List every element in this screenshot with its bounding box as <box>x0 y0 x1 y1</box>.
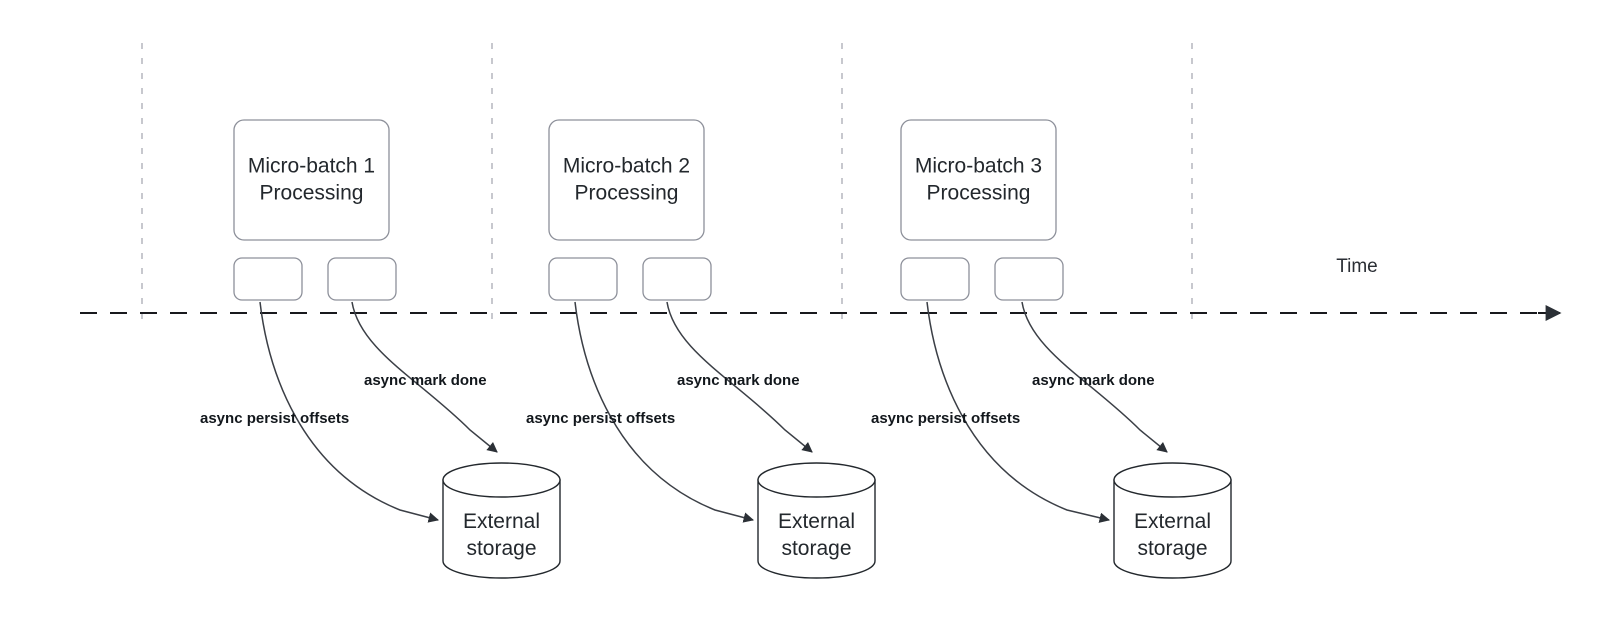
mark-done-task-box[interactable] <box>994 257 1064 301</box>
vertical-guide-lines <box>141 43 1193 320</box>
micro-batch-label-line1: Micro-batch 1 <box>248 155 375 178</box>
async-mark-done-arrow <box>351 301 498 453</box>
mark-done-task-box[interactable] <box>327 257 397 301</box>
async-persist-offsets-label: async persist offsets <box>526 410 675 427</box>
persist-offsets-task-box[interactable] <box>548 257 618 301</box>
time-axis-label: Time <box>1336 256 1378 277</box>
micro-batch-label-line2: Processing <box>260 182 364 205</box>
micro-batch-processing-box[interactable] <box>233 119 390 241</box>
micro-batch-processing-box[interactable] <box>548 119 705 241</box>
persist-offsets-task-box[interactable] <box>900 257 970 301</box>
persist-offsets-task-box[interactable] <box>233 257 303 301</box>
external-storage-label-line1: External <box>463 510 540 533</box>
micro-batch-processing-box[interactable] <box>900 119 1057 241</box>
time-axis-label-layer: Time <box>1336 256 1378 277</box>
external-storage-cylinder-top <box>442 462 561 498</box>
micro-batch-label-line1: Micro-batch 2 <box>563 155 690 178</box>
micro-batch-label-line2: Processing <box>927 182 1031 205</box>
mark-done-task-box[interactable] <box>642 257 712 301</box>
micro-batch-label-line2: Processing <box>575 182 679 205</box>
external-storage-label-line2: storage <box>466 537 536 560</box>
async-persist-offsets-label: async persist offsets <box>200 410 349 427</box>
micro-batch-label-line1: Micro-batch 3 <box>915 155 1042 178</box>
external-storage-cylinder-body <box>442 479 561 579</box>
async-persist-offsets-arrow <box>259 301 440 523</box>
external-storage-label-line2: storage <box>1137 537 1207 560</box>
external-storage-label-line2: storage <box>781 537 851 560</box>
async-persist-offsets-label: async persist offsets <box>871 410 1020 427</box>
external-storage-cylinder-body <box>1113 479 1232 579</box>
async-mark-done-label: async mark done <box>1032 372 1155 389</box>
external-storage-label-line1: External <box>1134 510 1211 533</box>
external-storage-cylinder-body <box>757 479 876 579</box>
async-persist-offsets-arrow <box>574 301 755 523</box>
async-mark-done-arrow <box>1021 301 1168 453</box>
async-persist-offsets-arrow <box>926 301 1111 523</box>
external-storage-cylinder-top <box>1113 462 1232 498</box>
external-storage-cylinder-top <box>757 462 876 498</box>
external-storage-label-line1: External <box>778 510 855 533</box>
async-mark-done-label: async mark done <box>677 372 800 389</box>
async-mark-done-arrow <box>666 301 813 453</box>
async-mark-done-label: async mark done <box>364 372 487 389</box>
